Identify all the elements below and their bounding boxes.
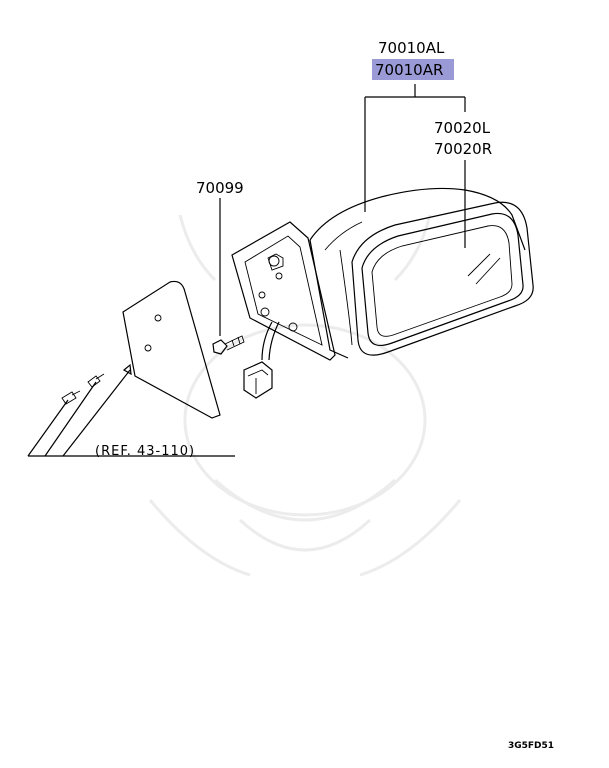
leader-70010: [364, 84, 466, 212]
label-70010al[interactable]: 70010AL: [378, 39, 445, 57]
watermark-emblem: [148, 214, 462, 577]
screw-70099: [212, 335, 245, 355]
mirror-housing: [309, 187, 526, 359]
highlight-box: [372, 59, 454, 80]
screw-small: [87, 373, 105, 388]
mirror-cover-plate: [122, 280, 221, 419]
screw-small: [61, 390, 81, 405]
label-70020l[interactable]: 70020L: [434, 119, 491, 137]
mirror-glass: [351, 201, 534, 356]
mirror-base: [231, 221, 336, 361]
label-70099[interactable]: 70099: [196, 179, 244, 197]
wire-harness: [243, 321, 280, 399]
leader-reference: [27, 363, 235, 457]
label-70010ar[interactable]: 70010AR: [375, 61, 443, 79]
diagram-code: 3G5FD51: [508, 741, 554, 751]
label-70020r[interactable]: 70020R: [434, 140, 492, 158]
reference-label[interactable]: (REF. 43-110): [95, 444, 195, 459]
